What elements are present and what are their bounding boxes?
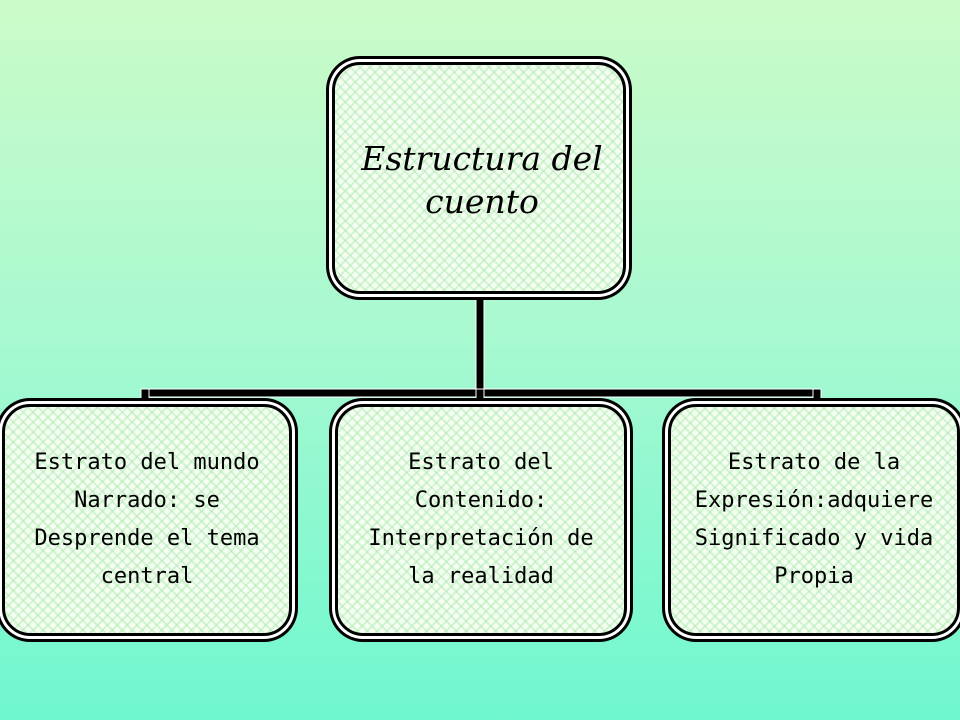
connector-trunk	[475, 293, 485, 395]
child-node-contenido: Estrato del Contenido: Interpretación de…	[335, 404, 627, 636]
child-node-label: Estrato del mundo Narrado: se Desprende …	[34, 450, 260, 589]
root-node: Estructura del cuento	[332, 62, 626, 294]
child-node-mundo-narrado: Estrato del mundo Narrado: se Desprende …	[2, 404, 292, 636]
child-node-label: Estrato del Contenido: Interpretación de…	[368, 450, 594, 589]
child-node-label: Estrato de la Expresión:adquiere Signifi…	[694, 450, 934, 589]
child-node-expresion: Estrato de la Expresión:adquiere Signifi…	[668, 404, 960, 636]
root-node-label: Estructura del cuento	[361, 139, 603, 221]
